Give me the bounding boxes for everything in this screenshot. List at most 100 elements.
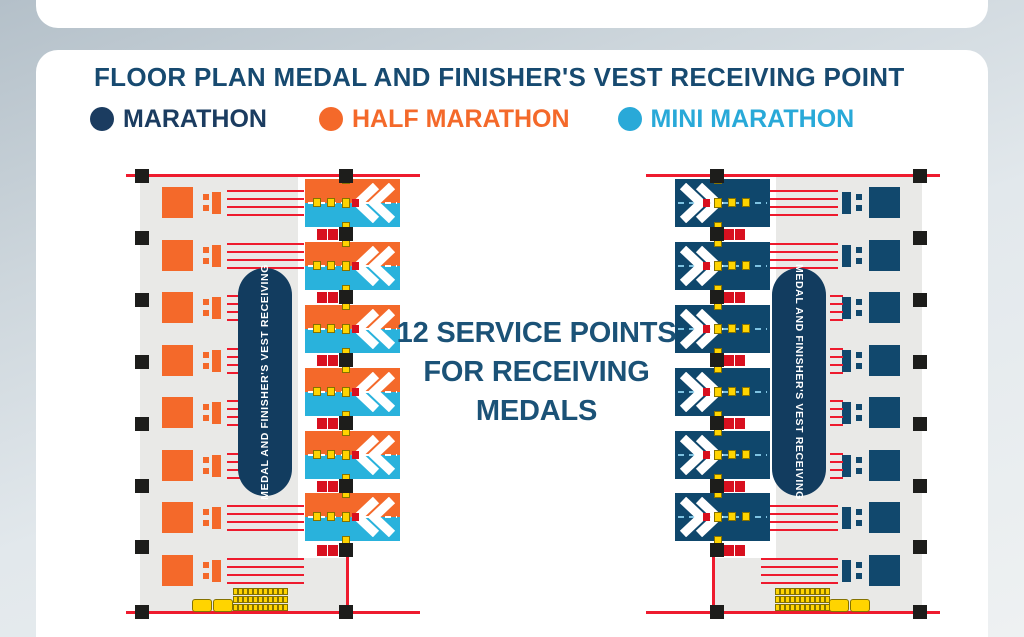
block-tab-yellow xyxy=(714,324,722,334)
queue-grid-cell xyxy=(248,596,253,603)
station-icon-bar xyxy=(212,350,221,372)
queue-grid-cell xyxy=(785,604,790,611)
queue-line xyxy=(761,521,838,523)
queue-line xyxy=(761,206,838,208)
pillar-marker xyxy=(710,479,724,493)
station-icon-bar xyxy=(842,560,851,582)
barrier-marker xyxy=(724,545,734,556)
legend-label-half-marathon: HALF MARATHON xyxy=(351,104,570,133)
queue-grid-cell xyxy=(815,596,820,603)
queue-line xyxy=(761,529,838,531)
queue-line xyxy=(227,408,240,410)
pillar-marker xyxy=(710,169,724,183)
station-icon-bar xyxy=(842,455,851,477)
pillar-marker xyxy=(710,543,724,557)
lane-marker-yellow xyxy=(742,450,750,459)
barrier-marker xyxy=(328,545,338,556)
queue-line xyxy=(227,582,304,584)
pillar-marker xyxy=(913,293,927,307)
queue-grid-cell xyxy=(795,588,800,595)
queue-line xyxy=(227,416,240,418)
queue-line xyxy=(830,400,843,402)
barrier-marker xyxy=(735,229,745,240)
queue-grid-cell xyxy=(810,604,815,611)
lane-marker-yellow xyxy=(313,261,321,270)
barrier-marker xyxy=(724,229,734,240)
service-points-note: 12 SERVICE POINTS FOR RECEIVING MEDALS xyxy=(389,314,684,431)
queue-grid-cell xyxy=(790,588,795,595)
lane-marker-yellow xyxy=(327,198,335,207)
queue-grid-cell xyxy=(258,588,263,595)
boundary-line xyxy=(126,174,420,177)
pillar-marker xyxy=(710,605,724,619)
queue-line xyxy=(830,424,843,426)
station-square xyxy=(869,502,900,533)
block-tab-yellow xyxy=(342,512,350,522)
queue-line xyxy=(830,356,843,358)
queue-line xyxy=(830,453,843,455)
queue-line xyxy=(227,513,304,515)
boundary-line xyxy=(126,611,420,614)
queue-grid-cell xyxy=(253,596,258,603)
lane-marker-red xyxy=(352,388,359,396)
queue-grid-cell xyxy=(800,596,805,603)
lane-marker-yellow xyxy=(327,261,335,270)
queue-line xyxy=(227,477,240,479)
queue-line xyxy=(227,259,304,261)
mini-marathon-dot-icon xyxy=(617,107,642,131)
barrier-marker xyxy=(735,355,745,366)
barrier-marker xyxy=(328,418,338,429)
queue-line xyxy=(830,303,843,305)
queue-line xyxy=(227,206,304,208)
pillar-marker xyxy=(135,540,149,554)
block-tab-yellow xyxy=(714,261,722,271)
page-title: FLOOR PLAN MEDAL AND FINISHER'S VEST REC… xyxy=(94,62,905,92)
queue-grid-cell xyxy=(775,604,780,611)
queue-line xyxy=(761,558,838,560)
lane-marker-red xyxy=(703,388,710,396)
pillar-marker xyxy=(135,231,149,245)
queue-grid-cell xyxy=(785,588,790,595)
queue-line xyxy=(227,190,304,192)
queue-line xyxy=(830,469,843,471)
queue-grid-cell xyxy=(800,604,805,611)
pillar-marker xyxy=(710,227,724,241)
station-square xyxy=(162,397,193,428)
queue-grid-cell xyxy=(233,588,238,595)
legend-item-half-marathon: HALF MARATHON xyxy=(318,104,570,134)
queue-line xyxy=(761,505,838,507)
queue-grid-cell xyxy=(825,588,830,595)
queue-line xyxy=(830,461,843,463)
note-line-1: 12 SERVICE POINTS xyxy=(396,317,677,349)
lane-marker-yellow xyxy=(327,324,335,333)
lane-marker-yellow xyxy=(742,261,750,270)
station-icon-cell xyxy=(856,205,862,211)
pillar-marker xyxy=(339,605,353,619)
queue-grid-cell xyxy=(805,588,810,595)
station-icon-bar xyxy=(842,350,851,372)
queue-grid-cell xyxy=(283,604,288,611)
queue-line xyxy=(227,311,240,313)
queue-line xyxy=(761,574,838,576)
pillar-marker xyxy=(710,416,724,430)
queue-line xyxy=(761,198,838,200)
queue-grid-cell xyxy=(268,604,273,611)
lane-marker-yellow xyxy=(728,324,736,333)
station-icon-cell xyxy=(203,352,209,358)
queue-grid xyxy=(775,588,830,611)
barrier-marker xyxy=(735,292,745,303)
station-icon-cell xyxy=(856,457,862,463)
boundary-line xyxy=(646,174,940,177)
pillar-marker xyxy=(339,227,353,241)
block-tab-yellow xyxy=(714,387,722,397)
receiving-pill-left: MEDAL AND FINISHER'S VEST RECEIVING xyxy=(238,264,292,500)
block-tab-yellow xyxy=(342,387,350,397)
station-icon-cell xyxy=(203,509,209,515)
queue-line xyxy=(227,453,240,455)
station-icon-bar xyxy=(212,297,221,319)
receiving-pill-right: MEDAL AND FINISHER'S VEST RECEIVING xyxy=(772,264,826,500)
station-icon-cell xyxy=(856,404,862,410)
station-icon-cell xyxy=(856,415,862,421)
queue-grid-cell xyxy=(795,604,800,611)
